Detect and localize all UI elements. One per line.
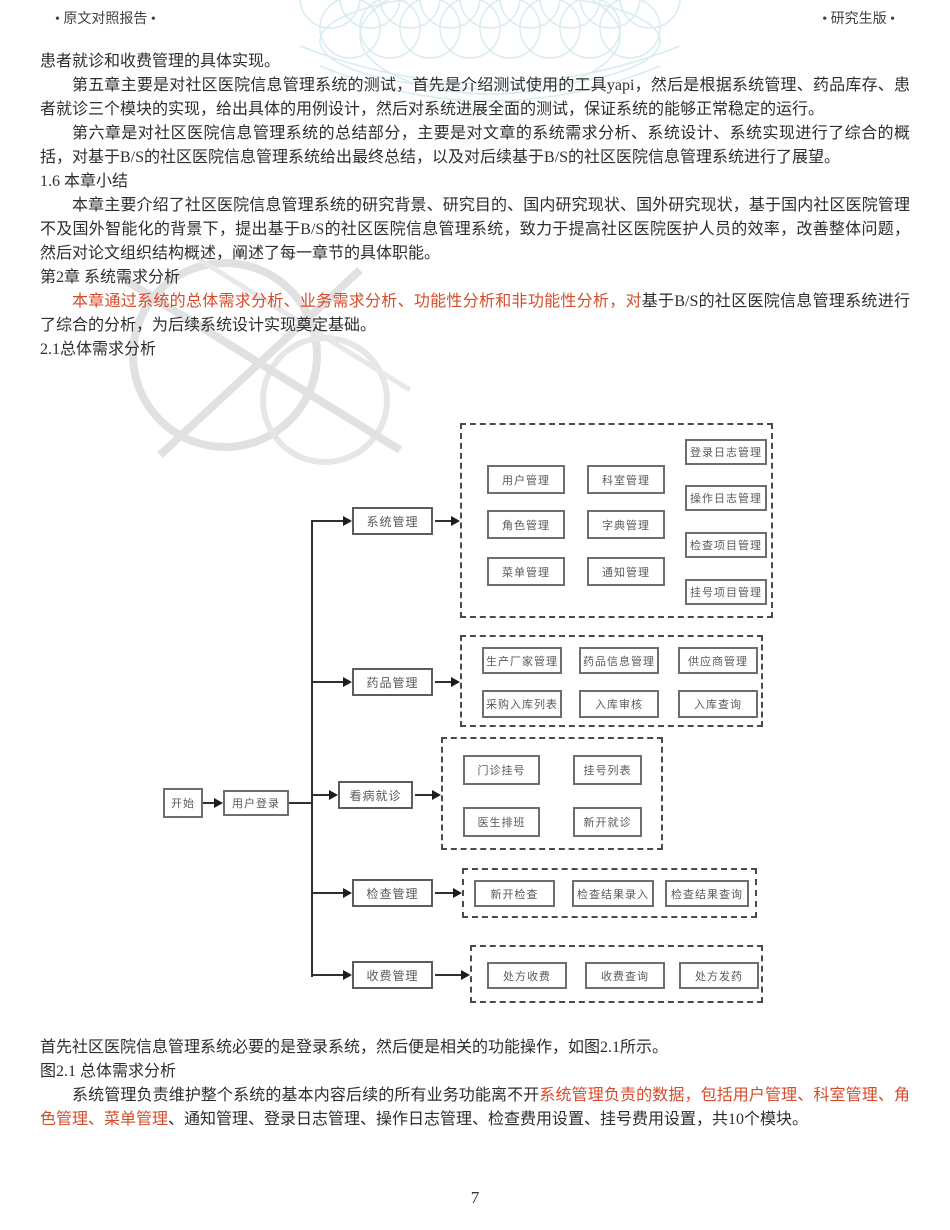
diagram-item: 采购入库列表	[482, 690, 562, 718]
node-billing-mgmt: 收费管理	[352, 961, 433, 989]
diagram-item: 菜单管理	[487, 557, 565, 586]
body-text-upper: 患者就诊和收费管理的具体实现。 第五章主要是对社区医院信息管理系统的测试，首先是…	[40, 50, 910, 362]
paragraph: 第五章主要是对社区医院信息管理系统的测试，首先是介绍测试使用的工具yapi，然后…	[40, 77, 910, 118]
diagram-item: 科室管理	[587, 465, 665, 494]
diagram-item: 角色管理	[487, 510, 565, 539]
connector-line	[313, 681, 343, 683]
diagram-item: 挂号项目管理	[685, 579, 767, 605]
connector-line	[435, 520, 452, 522]
connector-line	[313, 520, 343, 522]
diagram-item: 新开就诊	[573, 807, 642, 837]
connector-line	[203, 802, 215, 804]
highlighted-text: 系统管理负责的数据，包括用户管理、科室管理、角色管理、菜单管理	[40, 1087, 910, 1128]
arrowhead-icon	[461, 970, 470, 980]
page-number: 7	[470, 1188, 480, 1207]
paragraph-with-highlight: 本章通过系统的总体需求分析、业务需求分析、功能性分析和非功能性分析，对基于B/S…	[40, 290, 910, 338]
node-start: 开始	[163, 788, 203, 818]
group-system-mgmt: 用户管理 科室管理 登录日志管理 角色管理 字典管理 操作日志管理 菜单管理 通…	[460, 423, 773, 618]
arrowhead-icon	[343, 677, 352, 687]
report-edition-label: • 研究生版 •	[822, 12, 895, 27]
section-heading-2-1: 2.1总体需求分析	[40, 341, 157, 358]
paragraph: 患者就诊和收费管理的具体实现。	[40, 53, 281, 70]
group-drug-mgmt: 生产厂家管理 药品信息管理 供应商管理 采购入库列表 入库审核 入库查询	[460, 635, 763, 727]
diagram-item: 检查项目管理	[685, 532, 767, 558]
connector-line	[415, 794, 433, 796]
report-type-label: • 原文对照报告 •	[55, 12, 156, 27]
arrowhead-icon	[451, 516, 460, 526]
arrowhead-icon	[214, 798, 223, 808]
diagram-item: 登录日志管理	[685, 439, 767, 465]
diagram-item: 通知管理	[587, 557, 665, 586]
connector-line	[313, 892, 343, 894]
diagram-item: 药品信息管理	[579, 647, 659, 674]
group-billing-mgmt: 处方收费 收费查询 处方发药	[470, 945, 763, 1003]
figure-caption: 图2.1 总体需求分析	[40, 1063, 177, 1080]
diagram-item: 操作日志管理	[685, 485, 767, 511]
body-text-lower: 首先社区医院信息管理系统必要的是登录系统，然后便是相关的功能操作，如图2.1所示…	[40, 1036, 910, 1132]
paragraph-with-highlight: 系统管理负责维护整个系统的基本内容后续的所有业务功能离不开系统管理负责的数据，包…	[40, 1084, 910, 1132]
connector-line	[313, 974, 343, 976]
connector-line	[313, 794, 329, 796]
paragraph: 本章主要介绍了社区医院信息管理系统的研究背景、研究目的、国内研究现状、国外研究现…	[40, 197, 910, 262]
diagram-item: 收费查询	[585, 962, 665, 989]
arrowhead-icon	[451, 677, 460, 687]
figure-2-1-diagram: 开始 用户登录 系统管理 药品管理 看病就诊 检查管理 收费管理 用户管理 科室…	[0, 423, 950, 1015]
arrowhead-icon	[343, 970, 352, 980]
diagram-item: 生产厂家管理	[482, 647, 562, 674]
diagram-item: 入库审核	[579, 690, 659, 718]
highlighted-text: 本章通过系统的总体需求分析、业务需求分析、功能性分析和非功能性分析，对	[72, 293, 642, 310]
diagram-item: 检查结果录入	[572, 880, 654, 907]
diagram-item: 新开检查	[474, 880, 555, 907]
diagram-item: 用户管理	[487, 465, 565, 494]
plain-text: 系统管理负责维护整个系统的基本内容后续的所有业务功能离不开	[72, 1087, 540, 1104]
arrowhead-icon	[343, 516, 352, 526]
diagram-item: 医生排班	[463, 807, 540, 837]
connector-line	[435, 892, 454, 894]
node-exam-mgmt: 检查管理	[352, 879, 433, 907]
connector-line	[289, 802, 312, 804]
arrowhead-icon	[453, 888, 462, 898]
node-system-mgmt: 系统管理	[352, 507, 433, 535]
plain-text: 、通知管理、登录日志管理、操作日志管理、检查费用设置、挂号费用设置，共10个模块…	[168, 1111, 809, 1128]
diagram-item: 检查结果查询	[665, 880, 749, 907]
chapter-heading-2: 第2章 系统需求分析	[40, 269, 181, 286]
group-exam-mgmt: 新开检查 检查结果录入 检查结果查询	[462, 868, 757, 918]
connector-line	[435, 974, 462, 976]
diagram-item: 处方发药	[679, 962, 759, 989]
connector-line	[435, 681, 452, 683]
section-heading-1-6: 1.6 本章小结	[40, 173, 129, 190]
diagram-item: 处方收费	[487, 962, 567, 989]
node-user-login: 用户登录	[223, 790, 289, 816]
group-visit-mgmt: 门诊挂号 挂号列表 医生排班 新开就诊	[441, 737, 663, 850]
paragraph: 第六章是对社区医院信息管理系统的总结部分，主要是对文章的系统需求分析、系统设计、…	[40, 125, 910, 166]
diagram-item: 入库查询	[678, 690, 758, 718]
diagram-item: 门诊挂号	[463, 755, 540, 785]
diagram-item: 挂号列表	[573, 755, 642, 785]
arrowhead-icon	[329, 790, 338, 800]
diagram-item: 字典管理	[587, 510, 665, 539]
arrowhead-icon	[432, 790, 441, 800]
diagram-item: 供应商管理	[678, 647, 758, 674]
node-drug-mgmt: 药品管理	[352, 668, 433, 696]
connector-trunk	[311, 520, 313, 977]
node-visit-mgmt: 看病就诊	[338, 781, 413, 809]
arrowhead-icon	[343, 888, 352, 898]
paragraph: 首先社区医院信息管理系统必要的是登录系统，然后便是相关的功能操作，如图2.1所示…	[40, 1039, 669, 1056]
